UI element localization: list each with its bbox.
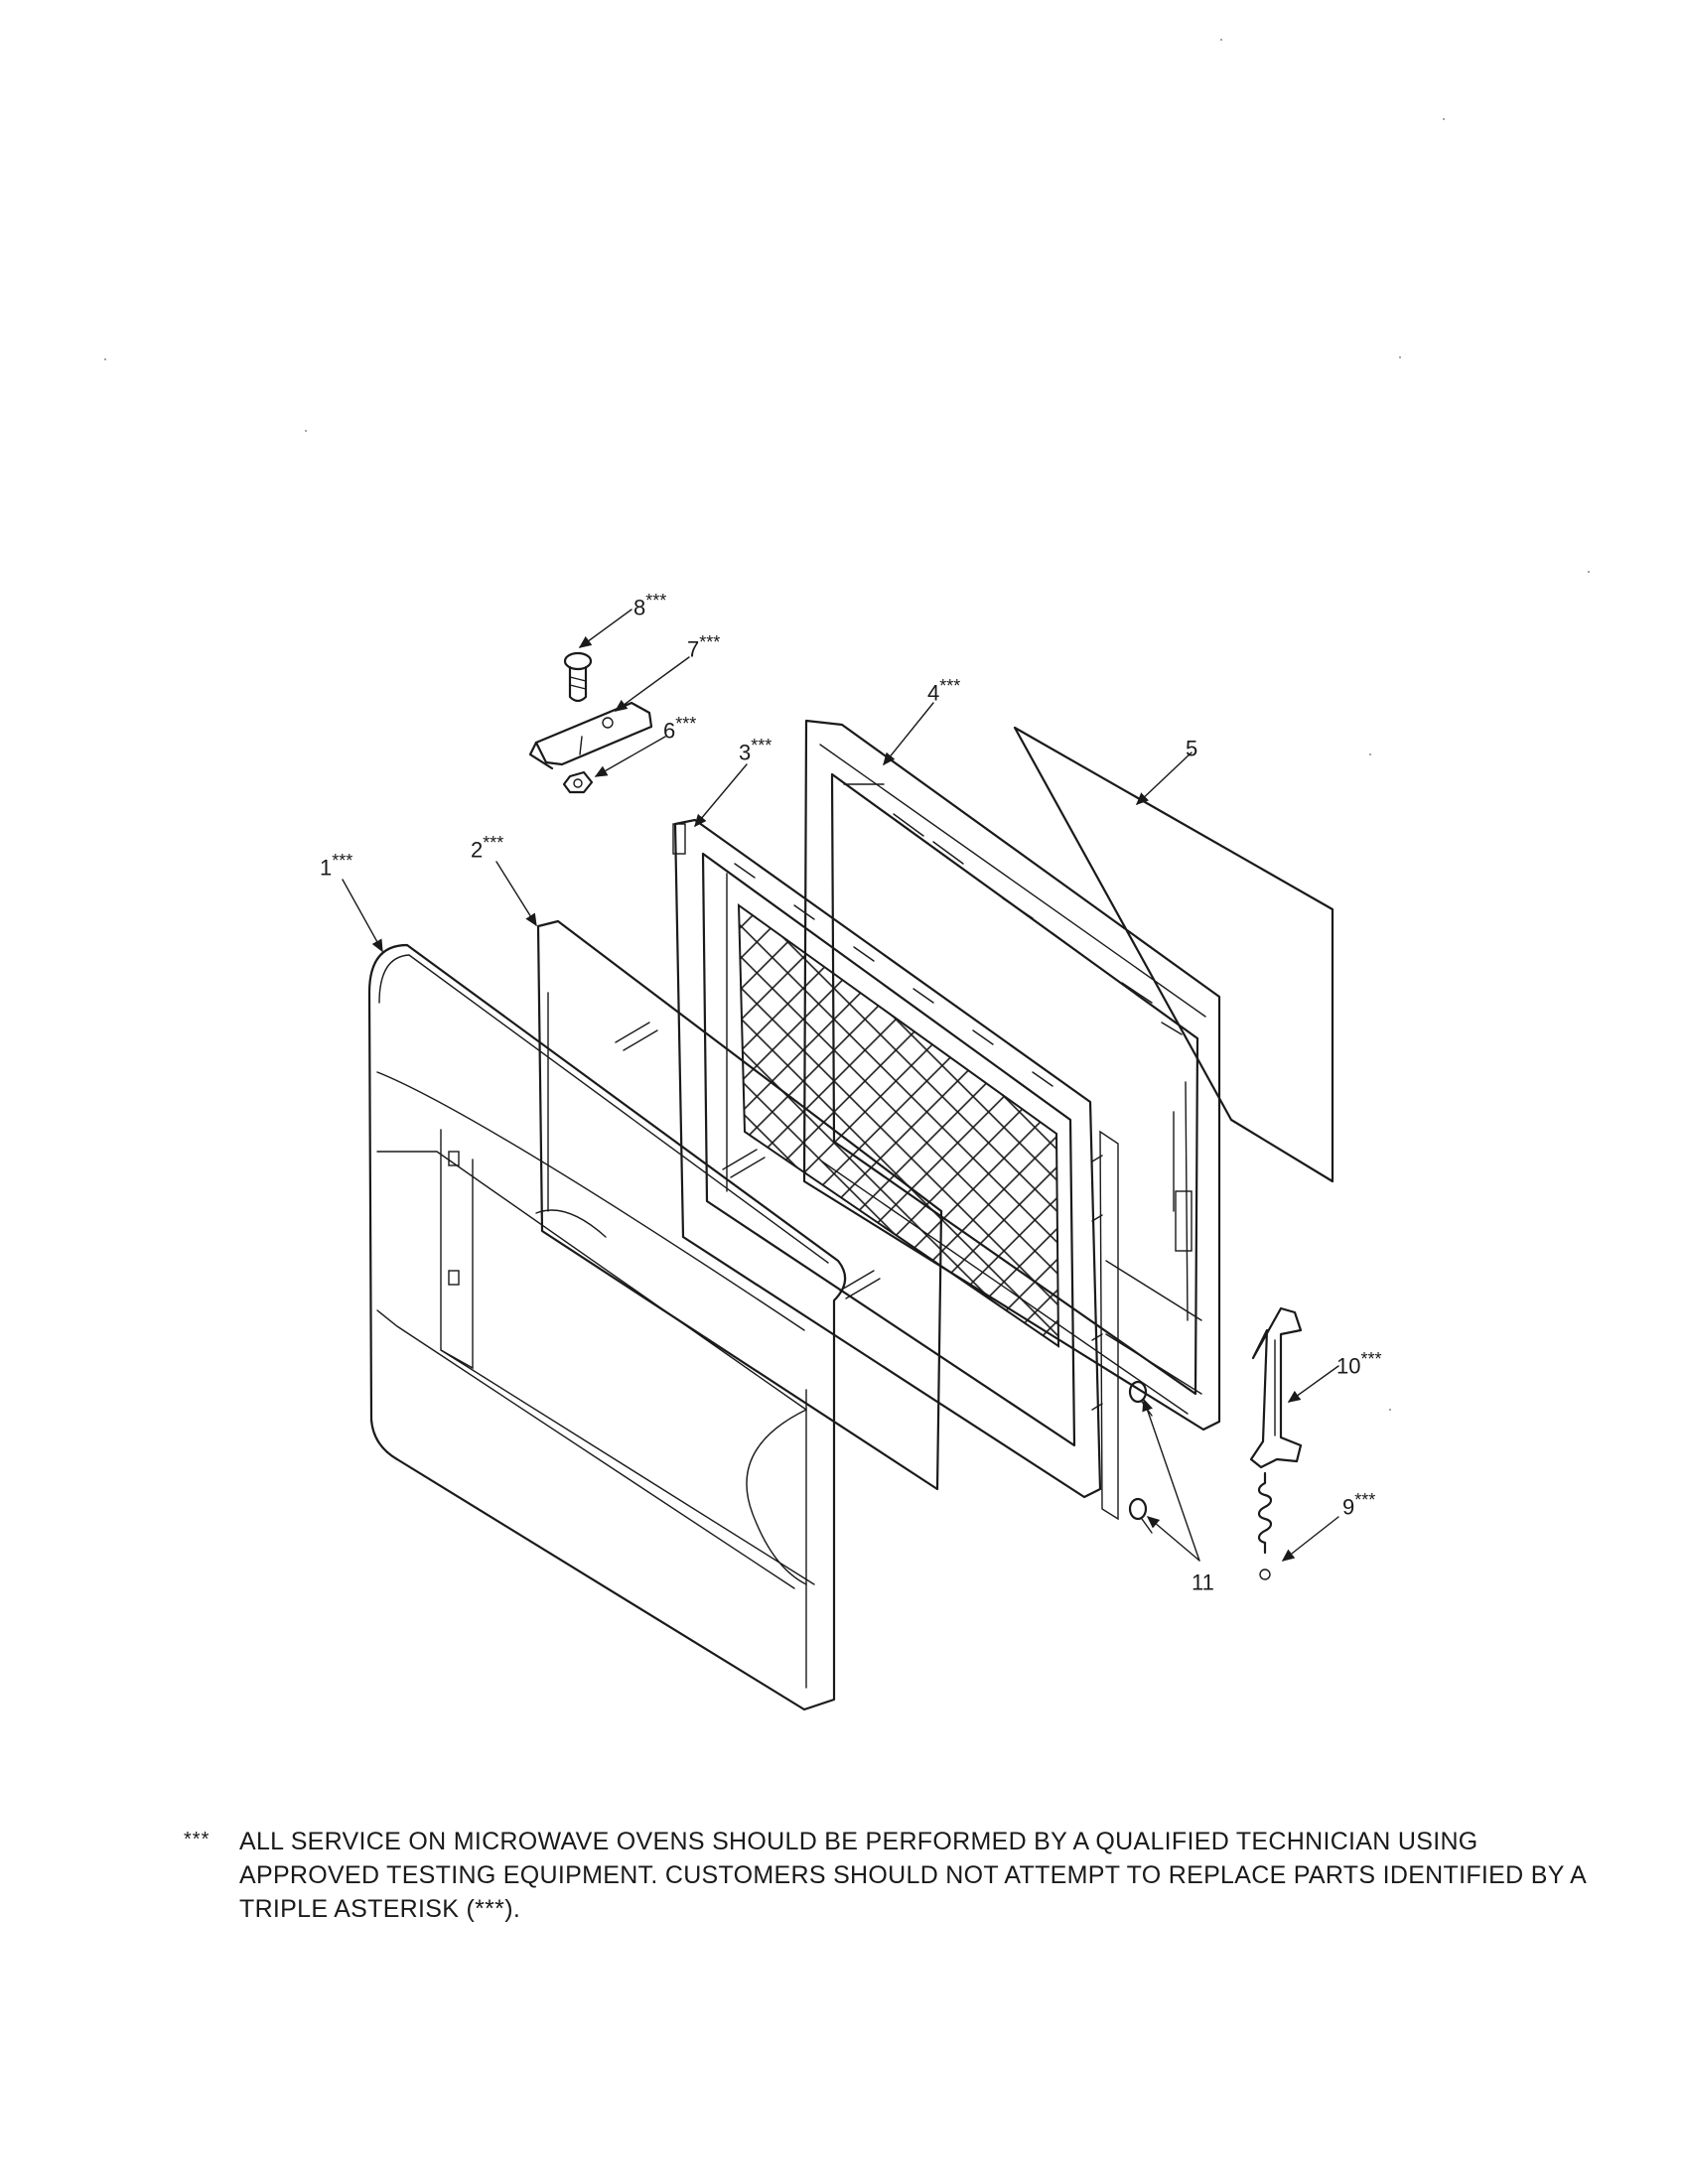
callout-10-mark: *** <box>1360 1349 1382 1369</box>
part-11-latch-pins <box>1099 1130 1202 1534</box>
part-10-latch-lever <box>1249 1306 1303 1469</box>
part-1-door-front <box>367 943 847 1711</box>
callout-8: 8*** <box>633 590 666 618</box>
callout-1-number: 1 <box>320 855 333 881</box>
callout-3-number: 3 <box>739 740 752 765</box>
callout-7: 7*** <box>687 631 720 660</box>
callout-10-number: 10 <box>1336 1353 1361 1379</box>
callout-6-mark: *** <box>675 714 697 734</box>
callout-9-mark: *** <box>1354 1490 1376 1510</box>
part-3-inner-panel <box>672 818 1103 1499</box>
callout-3: 3*** <box>739 735 772 763</box>
callout-4-mark: *** <box>939 676 961 696</box>
leader-lines <box>342 609 1339 1562</box>
callout-8-number: 8 <box>633 595 646 620</box>
callout-2-number: 2 <box>471 837 484 863</box>
callout-2-mark: *** <box>483 833 504 853</box>
callout-5: 5 <box>1186 731 1197 759</box>
callout-1-mark: *** <box>332 851 353 871</box>
callout-6: 6*** <box>663 713 696 742</box>
part-2-glass-panel <box>536 919 943 1491</box>
callout-4: 4*** <box>927 675 960 704</box>
callout-4-number: 4 <box>927 680 940 706</box>
callout-1: 1*** <box>320 850 352 879</box>
part-8-screw <box>563 651 593 703</box>
callout-9: 9*** <box>1342 1489 1375 1518</box>
part-6-nut <box>562 770 594 794</box>
callout-2: 2*** <box>471 832 503 861</box>
callout-9-number: 9 <box>1342 1494 1355 1520</box>
footnote-text: ALL SERVICE ON MICROWAVE OVENS SHOULD BE… <box>239 1828 1586 1923</box>
footnote-asterisks: *** <box>184 1829 210 1850</box>
scan-specks <box>104 39 1590 1411</box>
callout-5-number: 5 <box>1186 736 1198 761</box>
part-5-film-sheet <box>1013 726 1334 1183</box>
callout-11-number: 11 <box>1192 1570 1214 1595</box>
callout-11: 11 <box>1192 1565 1214 1593</box>
callout-6-number: 6 <box>663 718 676 744</box>
callout-7-mark: *** <box>699 632 721 652</box>
callout-7-number: 7 <box>687 636 700 662</box>
callout-10: 10*** <box>1336 1348 1382 1377</box>
callout-3-mark: *** <box>751 736 772 755</box>
callout-8-mark: *** <box>645 591 667 611</box>
part-7-hinge-bracket <box>528 701 653 770</box>
part-9-spring <box>1257 1471 1273 1580</box>
